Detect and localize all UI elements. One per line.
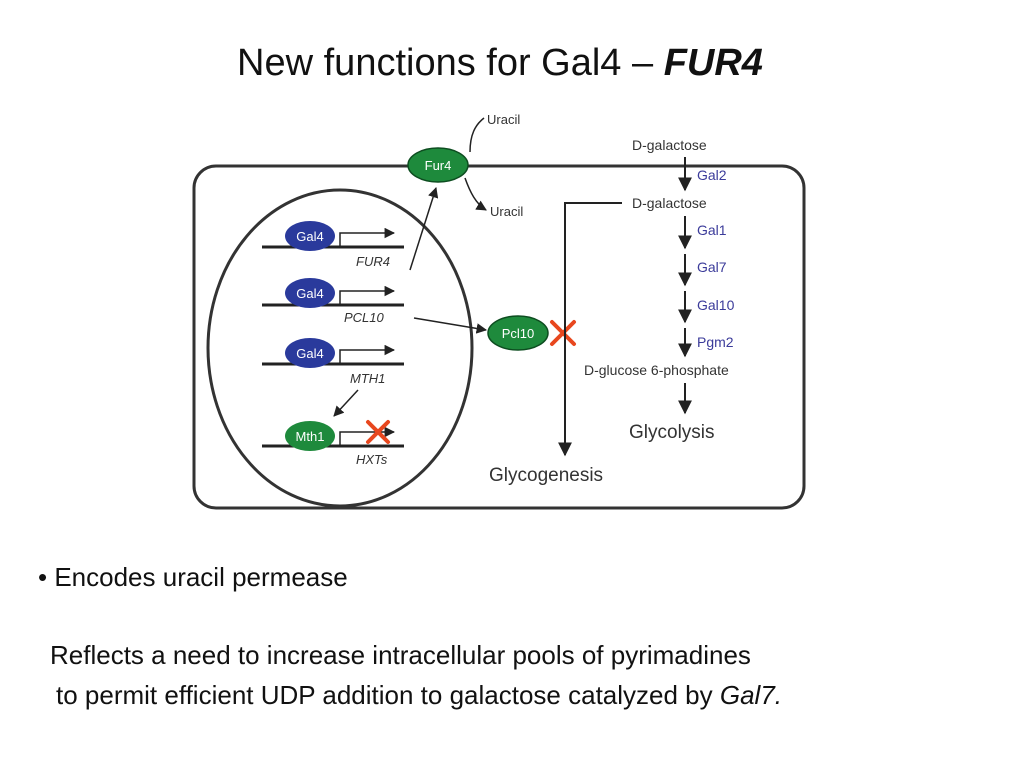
gene-mth1: MTH1 [350,371,385,386]
explanation-line-2: to permit efficient UDP addition to gala… [56,680,782,711]
slide-title: New functions for Gal4 – FUR4 [0,42,1000,85]
promoter-arrow-pcl10 [339,285,396,305]
explanation-line-2-text: to permit efficient UDP addition to gala… [56,680,720,710]
glycogenesis-arrow [558,202,622,457]
d-galactose-inner-label: D-galactose [632,195,707,211]
gal7-label: Gal7 [697,259,727,275]
uracil-import-arrow [464,177,487,211]
d-glucose-6-phosphate-label: D-glucose 6-phosphate [584,362,729,378]
gal4-label-1: Gal4 [296,229,323,244]
mth1-expression-arrow [333,389,359,417]
mth1-protein [285,421,335,451]
glycolysis-label: Glycolysis [629,422,715,443]
pcl10-expression-arrow [413,317,488,334]
gal2-label: Gal2 [697,167,727,183]
pcl10-label: Pcl10 [502,326,535,341]
gal4-label-2: Gal4 [296,286,323,301]
uracil-bottom-label: Uracil [490,204,523,219]
glycogenesis-label: Glycogenesis [489,465,603,486]
nucleus [206,188,474,508]
gal4-label-3: Gal4 [296,346,323,361]
promoter-arrow-fur4 [339,227,396,247]
gal10-label: Gal10 [697,297,735,313]
cell-membrane [192,164,806,510]
uracil-top-line [469,117,485,153]
fur4-label: Fur4 [425,158,452,173]
bullet-encodes-uracil-permease: • Encodes uracil permease [38,562,348,592]
title-emphasis: FUR4 [663,42,763,84]
pgm2-label: Pgm2 [697,334,734,350]
d-galactose-outer-label: D-galactose [632,137,707,153]
title-text: New functions for Gal4 – [237,42,664,84]
explanation-line-1: Reflects a need to increase intracellula… [50,640,751,670]
pcl10-inhibit-x [550,320,576,346]
gene-pcl10: PCL10 [344,310,385,325]
uracil-top-label: Uracil [487,112,520,127]
gal7-italic: Gal7. [719,680,783,710]
fur4-transporter [407,147,469,183]
gal4-protein-3 [285,338,335,368]
mth1-label: Mth1 [296,429,325,444]
gal1-label: Gal1 [697,222,727,238]
gene-hxts: HXTs [356,452,388,467]
gal4-protein-2 [285,278,335,308]
hxts-inhibit-x [366,420,390,444]
promoter-arrow-mth1 [339,344,396,364]
pathway-diagram: Fur4 Uracil Uracil Gal4 FUR4 Gal4 PCL10 … [192,112,806,510]
pcl10-protein [487,315,549,351]
gene-fur4: FUR4 [356,254,390,269]
gal4-protein-1 [285,221,335,251]
fur4-expression-arrow [409,186,439,271]
